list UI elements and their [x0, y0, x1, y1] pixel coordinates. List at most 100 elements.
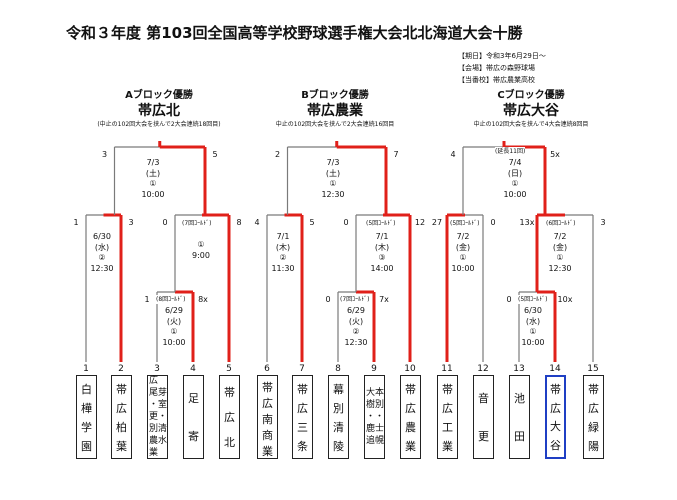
team-number: 3 [154, 364, 160, 374]
game-info-line: (火) [166, 316, 182, 326]
game-info-line: ① [149, 179, 157, 188]
team-name-box: 帯広農業 [400, 375, 421, 459]
bf-score-left: 2 [274, 150, 281, 159]
event-info: 【期日】令和3年6月29日～ 【会場】帯広の森野球場 【当番校】帯広農業高校 [458, 50, 546, 86]
team-name-box: 大樹・鹿追本別・士幌 [364, 375, 385, 459]
c3-score-left: 0 [506, 295, 512, 304]
b1-score-left: 4 [254, 218, 260, 227]
team-number: 4 [190, 364, 196, 374]
c1-score-left: 27 [431, 218, 443, 227]
game-info-line: (火) [348, 316, 364, 326]
called-game-note-c3: (5回ｺｰﾙﾄﾞ) [518, 295, 548, 304]
game-info-line: ① [459, 253, 467, 262]
a1-score-left: 1 [73, 218, 79, 227]
game-info-line: 7/2 [553, 232, 567, 241]
game-info-line: (木) [275, 242, 291, 252]
af-score-right: 5 [212, 150, 218, 159]
block-a-note: (中止の102回大会を挟んで2大会連続18回目) [97, 121, 221, 128]
game-info-line: 12:30 [344, 337, 368, 347]
team-name-box: 広尾・更別農業芽室・清水 [147, 375, 168, 459]
game-info-line: ① [511, 179, 519, 188]
called-game-note-a2: (7回ｺｰﾙﾄﾞ) [182, 219, 212, 228]
a2-score-left: 0 [162, 218, 168, 227]
team-name-box: 足寄 [183, 375, 204, 459]
game-info-line: 6/30 [524, 306, 542, 315]
game-info-line: (土) [325, 168, 341, 178]
page-title: 令和３年度 第103回全国高等学校野球選手権大会北北海道大会十勝 [66, 24, 523, 42]
a1-score-right: 3 [128, 218, 134, 227]
game-info-line: 7/2 [456, 232, 470, 241]
team-name-box: 音更 [473, 375, 494, 459]
game-info-line: 7/3 [146, 158, 160, 167]
a3-score-left: 1 [144, 295, 150, 304]
game-info-line: ② [98, 253, 106, 262]
c1-score-right: 0 [490, 218, 496, 227]
c2-score-left: 13x [519, 218, 535, 227]
team-number: 13 [513, 364, 525, 374]
block-c-note: 中止の102回大会を挟んで4大会連続8回目 [473, 121, 589, 128]
event-venue: 【会場】帯広の森野球場 [458, 64, 535, 72]
team-number: 11 [441, 364, 453, 374]
game-info-line: 7/3 [326, 158, 340, 167]
called-game-note-b3: (7回ｺｰﾙﾄﾞ) [340, 295, 370, 304]
game-info-line: (日) [507, 168, 523, 178]
game-info-line: ① [197, 240, 205, 249]
team-name-box: 白樺学園 [76, 375, 97, 459]
team-name-box: 幕別清陵 [328, 375, 349, 459]
game-info-line: 10:00 [521, 337, 545, 347]
block-a-winner: 帯広北 [138, 103, 180, 119]
team-number: 1 [83, 364, 89, 374]
game-info-line: ② [279, 253, 287, 262]
game-info-line: 10:00 [503, 189, 527, 199]
team-name-box: 池田 [509, 375, 530, 459]
game-info-line: 9:00 [192, 250, 210, 260]
game-info-line: 7/4 [508, 158, 522, 167]
called-game-note-cf: (延長11回) [495, 147, 526, 156]
b1-score-right: 5 [309, 218, 315, 227]
called-game-note-c2: (6回ｺｰﾙﾄﾞ) [546, 219, 576, 228]
block-b-title: Bブロック優勝 [301, 90, 369, 101]
game-info-line: 6/30 [93, 232, 111, 241]
game-info-line: 7/1 [276, 232, 290, 241]
game-info-line: (金) [455, 242, 471, 252]
game-info-line: (水) [525, 316, 541, 326]
team-number: 10 [404, 364, 416, 374]
cf-score-right: 5x [550, 150, 560, 159]
block-c-winner: 帯広大谷 [503, 103, 559, 119]
called-game-note-c1: (5回ｺｰﾙﾄﾞ) [450, 219, 480, 228]
game-info-line: 10:00 [451, 263, 475, 273]
team-name-box-highlighted: 帯広大谷 [545, 375, 566, 459]
game-info-line: 14:00 [370, 263, 394, 273]
game-info-line: (土) [145, 168, 161, 178]
game-info-line: 7/1 [375, 232, 389, 241]
game-info-line: 11:30 [271, 263, 295, 273]
team-number: 15 [587, 364, 599, 374]
block-c-title: Cブロック優勝 [497, 90, 565, 101]
cf-score-left: 4 [450, 150, 456, 159]
team-number: 5 [226, 364, 232, 374]
game-info-line: 6/29 [347, 306, 365, 315]
event-date: 【期日】令和3年6月29日～ [458, 52, 546, 60]
game-info-line: (金) [552, 242, 568, 252]
af-score-left: 3 [101, 150, 108, 159]
game-info-line: 10:00 [162, 337, 186, 347]
b3-score-right: 7x [379, 295, 389, 304]
b2-score-right: 12 [414, 218, 426, 227]
called-game-note-b2: (5回ｺｰﾙﾄﾞ) [366, 219, 396, 228]
team-number: 2 [118, 364, 124, 374]
c3-score-right: 10x [557, 295, 573, 304]
team-number: 8 [335, 364, 341, 374]
team-number: 6 [264, 364, 270, 374]
